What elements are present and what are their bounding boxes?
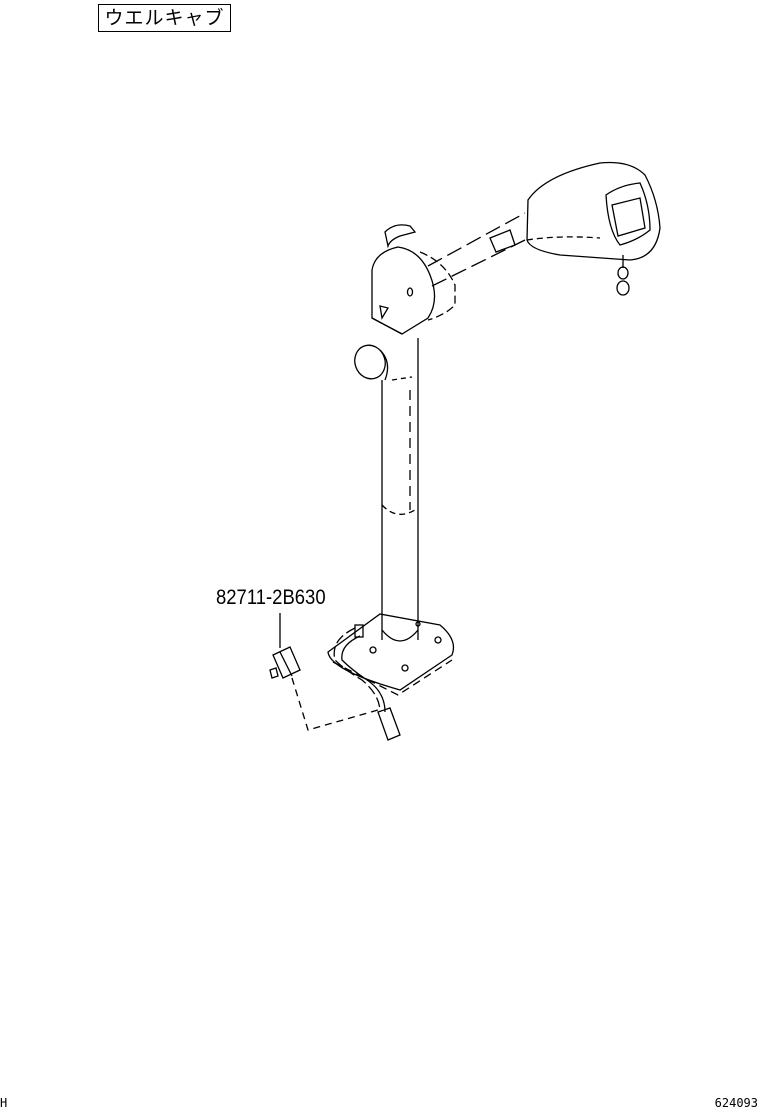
category-title-box: ウエルキャブ [98, 4, 231, 32]
connector-part [269, 646, 301, 679]
adjustment-knob [354, 344, 413, 381]
base-plate [327, 613, 455, 696]
wire-harness [333, 624, 401, 741]
corner-code: H [0, 1096, 8, 1110]
pole [381, 338, 419, 642]
figure-number: 624093 [714, 1096, 758, 1110]
dashed-connection-line [291, 677, 379, 731]
part-number-label[interactable]: 82711-2B630 [216, 586, 326, 609]
boom-arm [427, 212, 526, 287]
hoist-housing [526, 161, 661, 296]
pivot-head [371, 224, 456, 335]
